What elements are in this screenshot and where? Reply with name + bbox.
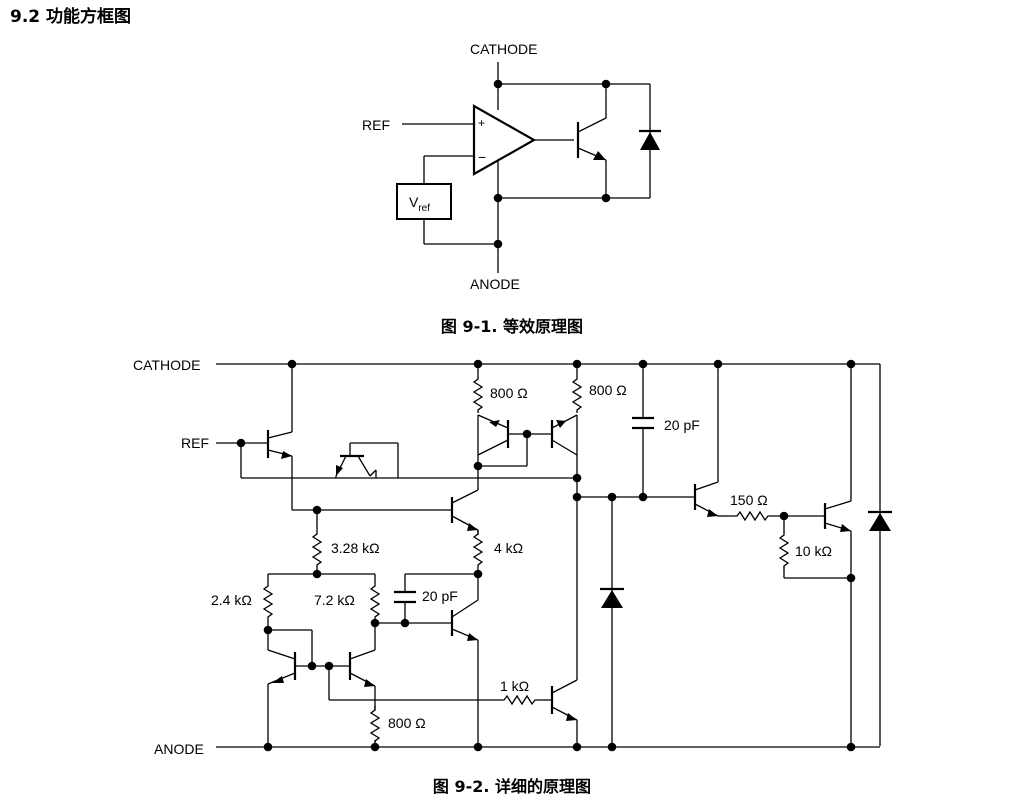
fig1-cathode-label: CATHODE	[470, 41, 537, 57]
fig2-capacitors	[394, 416, 654, 604]
fig1-opamp: + −	[472, 104, 537, 176]
label-800-right: 800 Ω	[589, 382, 627, 398]
resistor-10k	[779, 530, 789, 570]
resistor-800-bottom	[370, 705, 380, 745]
label-800-bottom: 800 Ω	[388, 715, 426, 731]
fig1-diode	[639, 129, 661, 150]
fig1-vref-source: Vref	[396, 183, 452, 220]
capacitor-20pf-top	[632, 416, 654, 430]
vref-label: Vref	[409, 194, 430, 214]
label-20pf-mid: 20 pF	[422, 588, 458, 604]
resistor-1k	[499, 695, 539, 705]
label-800-left: 800 Ω	[490, 385, 528, 401]
fig2-ref-label: REF	[181, 435, 209, 451]
resistor-800-right	[572, 374, 582, 414]
q3-mirror-left-transistor	[477, 414, 510, 456]
resistor-3-28k	[312, 529, 322, 569]
q2-small-transistor	[335, 443, 377, 478]
fig1-junction-dots	[493, 79, 611, 249]
diode-right	[868, 510, 892, 531]
q6-transistor	[450, 599, 479, 641]
fig1-ref-label: REF	[362, 117, 390, 133]
fig2-wires	[216, 363, 881, 748]
figure-2-caption: 图 9-2. 详细的原理图	[432, 777, 592, 796]
resistor-150	[732, 511, 772, 521]
q1-ref-transistor	[266, 430, 293, 459]
fig2-component-labels: 800 Ω 800 Ω 20 pF 150 Ω 10 kΩ 3.28 kΩ 4 …	[211, 382, 832, 731]
q4-mirror-right-transistor	[550, 414, 578, 456]
resistor-2-4k	[263, 581, 273, 621]
label-10k: 10 kΩ	[795, 543, 832, 559]
label-1k: 1 kΩ	[500, 678, 529, 694]
fig2-cathode-label: CATHODE	[133, 357, 200, 373]
fig2-transistors	[266, 414, 852, 721]
opamp-minus-sign: −	[478, 149, 486, 165]
q11-output-transistor	[823, 500, 852, 532]
label-3-28k: 3.28 kΩ	[331, 540, 380, 556]
q8-lower-right-transistor	[348, 649, 376, 687]
label-7-2k: 7.2 kΩ	[314, 592, 355, 608]
figure-1-equivalent-schematic: CATHODE ANODE REF + −	[362, 41, 661, 292]
resistor-800-left	[473, 374, 483, 414]
q7-lower-left-transistor	[267, 649, 297, 685]
q10-transistor	[693, 481, 719, 517]
fig1-anode-label: ANODE	[470, 276, 520, 292]
figure-1-caption: 图 9-1. 等效原理图	[440, 317, 584, 336]
resistor-7-2k	[370, 581, 380, 621]
q9-transistor	[550, 679, 578, 721]
fig1-output-transistor	[576, 117, 607, 161]
fig2-anode-label: ANODE	[154, 741, 204, 757]
label-4k: 4 kΩ	[494, 540, 523, 556]
q5-transistor	[450, 489, 479, 531]
section-heading: 9.2 功能方框图	[10, 7, 132, 27]
opamp-plus-sign: +	[478, 116, 485, 130]
label-20pf-top: 20 pF	[664, 417, 700, 433]
fig2-junction-dots	[236, 359, 856, 752]
fig2-diodes	[600, 510, 892, 608]
resistor-4k	[473, 529, 483, 569]
capacitor-20pf-mid	[394, 590, 416, 604]
fig1-wires	[402, 62, 651, 273]
diode-middle	[600, 587, 624, 608]
label-2-4k: 2.4 kΩ	[211, 592, 252, 608]
figure-2-detailed-schematic: CATHODE REF ANODE	[133, 357, 892, 757]
label-150: 150 Ω	[730, 492, 768, 508]
